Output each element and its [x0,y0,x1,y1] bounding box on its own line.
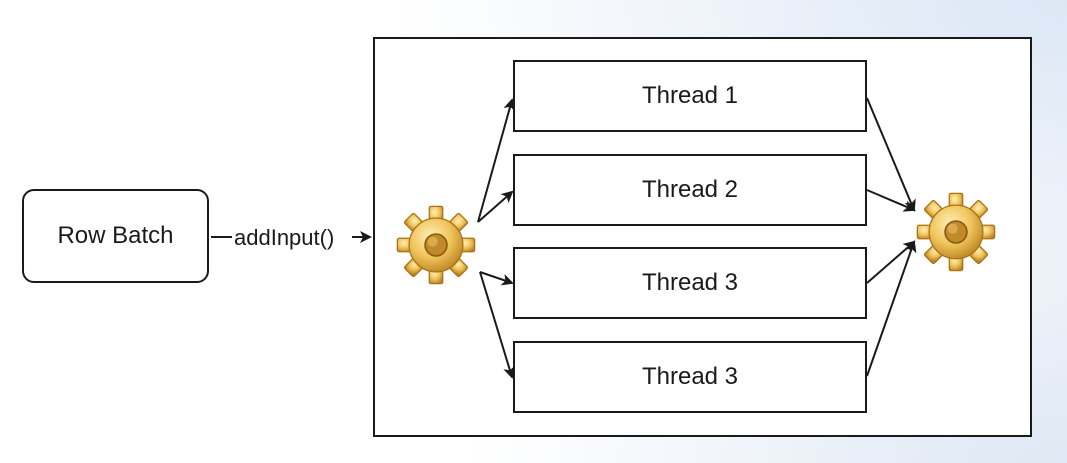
gear-icon [396,205,476,285]
thread-node-2: Thread 2 [513,154,867,226]
thread-node-4: Thread 3 [513,341,867,413]
thread-label-1: Thread 1 [641,82,739,109]
gear-icon [916,192,996,272]
thread-label-4: Thread 3 [641,363,739,390]
row-batch-node: Row Batch [22,189,209,283]
row-batch-label: Row Batch [57,222,174,249]
add-input-edge-label: addInput() [234,225,335,250]
thread-label-3: Thread 3 [641,269,739,296]
thread-node-1: Thread 1 [513,60,867,132]
thread-node-3: Thread 3 [513,247,867,319]
thread-label-2: Thread 2 [641,176,739,203]
